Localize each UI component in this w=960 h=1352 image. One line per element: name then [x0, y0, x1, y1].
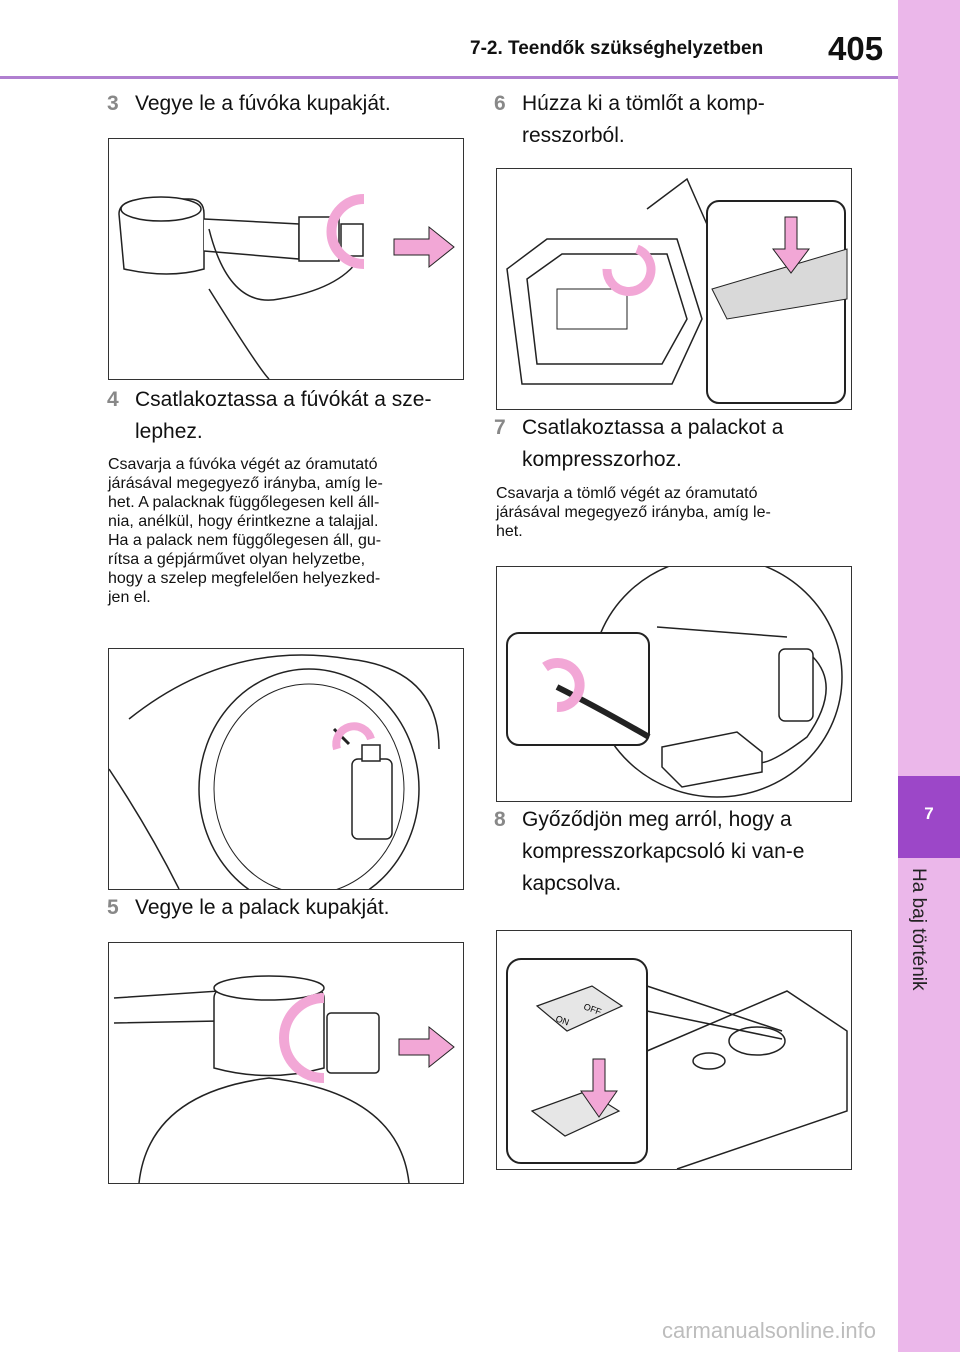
- note-line: Csavarja a fúvóka végét az óramutató: [108, 456, 378, 473]
- step-8: 8 Győződjön meg arról, hogy a kompresszo…: [494, 804, 854, 902]
- step-text-line-1: Győződjön meg arról, hogy a: [522, 808, 792, 831]
- note-line: Csavarja a tömlő végét az óramutató: [496, 485, 758, 502]
- compressor-switch-illustration: ON OFF: [506, 958, 848, 1169]
- step-text-line-2: kompresszorkapcsoló ki van-e: [522, 840, 805, 863]
- note-line: het.: [496, 523, 523, 540]
- note-line: járásával megegyező irányba, amíg le-: [496, 504, 771, 521]
- figure-bottle-cap: [108, 942, 464, 1184]
- step-text-line-1: Csatlakoztassa a palackot a: [522, 416, 784, 439]
- note-line: Ha a palack nem függőlegesen áll, gu-: [108, 532, 382, 549]
- side-tab-lower: [898, 858, 960, 1352]
- step-text-line-2: lephez.: [135, 420, 203, 443]
- step-number: 7: [494, 416, 506, 439]
- header-rule: [0, 76, 898, 79]
- step-6: 6 Húzza ki a tömlőt a komp- resszorból.: [494, 88, 854, 154]
- note-line: járásával megegyező irányba, amíg le-: [108, 475, 383, 492]
- note-line: nia, anélkül, hogy érintkezne a talajjal…: [108, 513, 379, 530]
- figure-connect-bottle: [496, 566, 852, 802]
- page-number: 405: [828, 30, 884, 67]
- switch-label-on: ON: [554, 1013, 570, 1027]
- step-number: 8: [494, 808, 506, 831]
- note-step-7: Csavarja a tömlő végét az óramutató járá…: [496, 484, 851, 541]
- note-line: rítsa a gépjárművet olyan helyzetbe,: [108, 551, 366, 568]
- chapter-title: Ha baj történik: [908, 868, 929, 991]
- figure-switch-off: ON OFF: [496, 930, 852, 1170]
- step-4: 4 Csatlakoztassa a fúvókát a sze- lephez…: [107, 384, 462, 450]
- note-line: hogy a szelep megfelelően helyezked-: [108, 570, 381, 587]
- figure-nozzle-cap: [108, 138, 464, 380]
- step-3: 3 Vegye le a fúvóka kupakját.: [107, 88, 462, 122]
- note-step-4: Csavarja a fúvóka végét az óramutató jár…: [108, 455, 463, 607]
- step-text: Vegye le a fúvóka kupakját.: [135, 92, 391, 115]
- chapter-number: 7: [924, 804, 934, 823]
- side-tab: [898, 0, 960, 776]
- figure-bottle-on-valve: [108, 648, 464, 890]
- watermark-text: carmanualsonline.info: [662, 1318, 877, 1343]
- step-text-line-1: Csatlakoztassa a fúvókát a sze-: [135, 388, 432, 411]
- step-text-line-3: kapcsolva.: [522, 872, 622, 895]
- nozzle-cap-illustration: [118, 194, 455, 379]
- figure-hose-removal: [496, 168, 852, 410]
- bottle-compressor-illustration: [506, 567, 843, 798]
- step-text-line-2: kompresszorhoz.: [522, 448, 682, 471]
- step-number: 5: [107, 896, 119, 919]
- step-text-line-2: resszorból.: [522, 124, 625, 147]
- step-5: 5 Vegye le a palack kupakját.: [107, 892, 462, 926]
- step-number: 3: [107, 92, 119, 115]
- step-text-line-1: Húzza ki a tömlőt a komp-: [522, 92, 765, 115]
- note-line: jen el.: [108, 589, 151, 606]
- step-number: 4: [107, 388, 119, 411]
- section-title: 7-2. Teendők szükséghelyzetben: [470, 38, 764, 59]
- step-text: Vegye le a palack kupakját.: [135, 896, 390, 919]
- bottle-cap-illustration: [113, 975, 455, 1183]
- step-number: 6: [494, 92, 506, 115]
- side-tab-chapter-box: [898, 776, 960, 858]
- step-7: 7 Csatlakoztassa a palackot a kompresszo…: [494, 412, 854, 478]
- note-line: het. A palacknak függőlegesen kell áll-: [108, 494, 380, 511]
- bottle-valve-illustration: [109, 654, 440, 889]
- compressor-hose-illustration: [506, 177, 848, 404]
